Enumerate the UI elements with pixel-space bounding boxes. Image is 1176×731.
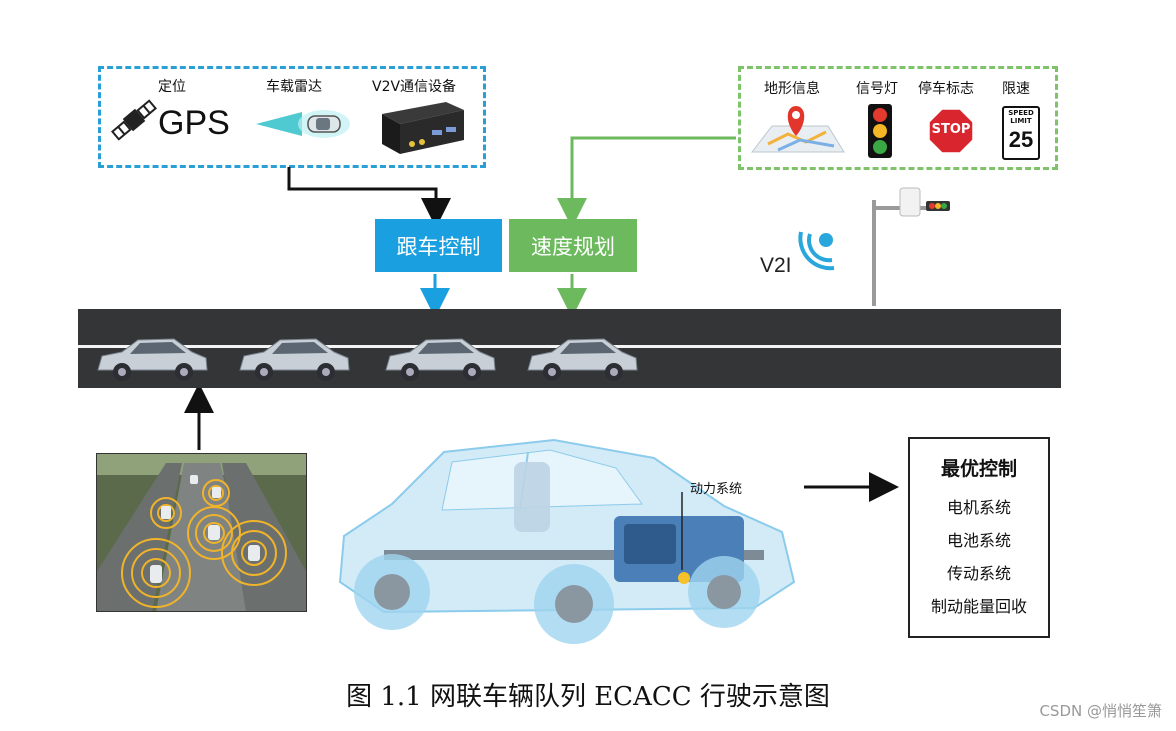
stop-sign-text: STOP [931,122,971,137]
sensor-to-follow-arrow [287,167,451,228]
follow-control-box: 跟车控制 [375,219,502,272]
satellite-icon [110,99,158,141]
roadside-unit-icon [872,187,950,306]
infrastructure-group [738,66,1058,170]
powertrain-label: 动力系统 [690,482,743,497]
speed-limit-icon [1002,106,1040,160]
figure-caption: 图 1.1 网联车辆队列 ECACC 行驶示意图 [346,682,830,712]
panel-item-regen-braking: 制动能量回收 [930,597,1027,616]
panel-item-transmission: 传动系统 [946,564,1011,583]
panel-title: 最优控制 [940,458,1017,480]
platoon-car-2 [239,338,350,381]
traffic-light-icon [868,104,892,158]
infra-to-speed-arrow [557,136,736,228]
speed-limit-label: 限速 [1002,81,1030,97]
speed-sign-mid: LIMIT [1010,117,1032,125]
speed-sign-value: 25 [1008,127,1034,152]
v2v-label: V2V通信设备 [372,79,457,95]
powertrain-car-illustration [324,432,804,654]
panel-item-motor: 电机系统 [946,498,1011,517]
stop-sign-icon [928,108,974,154]
gps-text: GPS [158,104,230,142]
signal-label: 信号灯 [856,81,898,97]
radar-label: 车载雷达 [266,79,322,95]
platoon-car-4 [527,338,638,381]
platoon-car-1 [97,338,208,381]
optimal-control-panel: 最优控制 电机系统 电池系统 传动系统 制动能量回收 [908,437,1050,638]
v2i-label: V2I [760,254,792,277]
gps-label: 定位 [158,79,186,95]
radar-highway-photo [96,453,307,612]
watermark: CSDN @悄悄笙箫 [1039,702,1162,720]
panel-item-battery: 电池系统 [946,531,1011,550]
radar-car-icon [256,110,350,138]
platoon-car-3 [385,338,496,381]
speed-sign-top: SPEED [1008,109,1034,117]
sensor-group [98,66,486,168]
terrain-label: 地形信息 [764,81,820,97]
v2v-device-icon [382,102,464,154]
speed-planning-box: 速度规划 [509,219,637,272]
map-pin-icon [750,106,845,153]
stop-sign-label: 停车标志 [918,81,974,97]
wireless-signal-icon [798,231,835,271]
